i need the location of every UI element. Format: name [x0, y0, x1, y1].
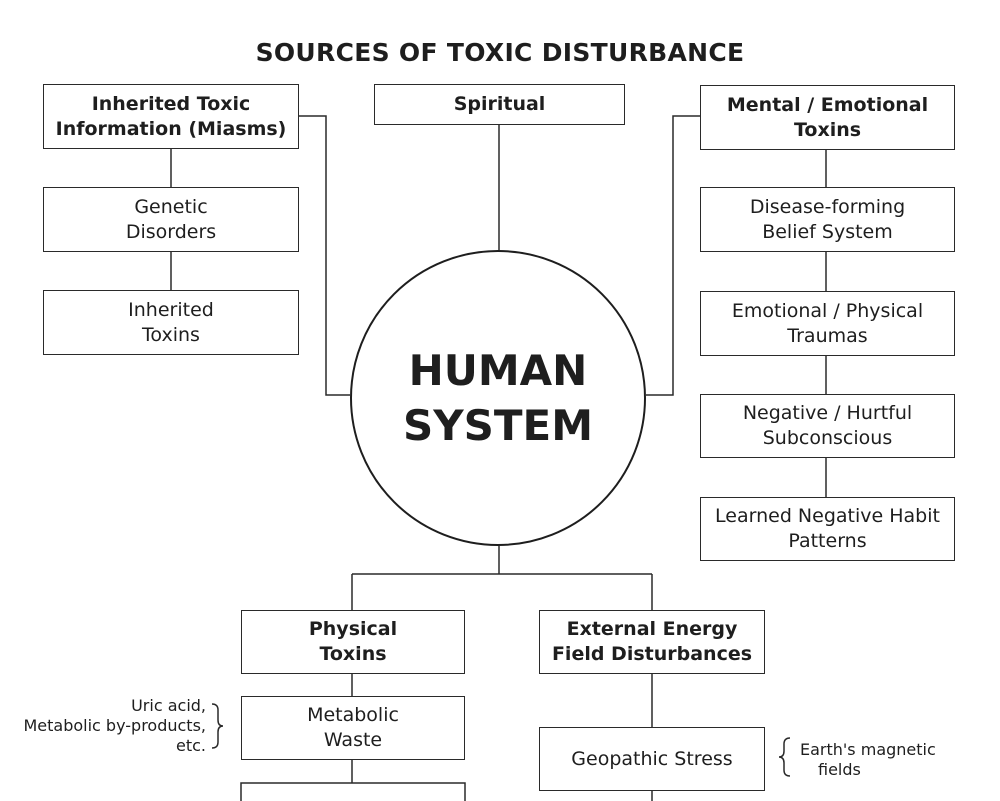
brace-right — [778, 737, 791, 777]
subconscious-line2: Subconscious — [762, 427, 893, 449]
traumas-box: Emotional / Physical Traumas — [700, 291, 955, 356]
metabolic-waste-note-line1: Uric acid, — [131, 696, 206, 715]
metabolic-waste-line2: Waste — [323, 729, 383, 751]
metabolic-waste-note: Uric acid, Metabolic by-products, etc. — [10, 696, 206, 756]
mental-emotional-toxins-line2: Toxins — [793, 118, 862, 141]
genetic-disorders-line1: Genetic — [134, 195, 208, 218]
physical-toxins-line2: Toxins — [319, 643, 387, 665]
inherited-toxins-box: Inherited Toxins — [43, 290, 299, 355]
inherited-toxic-information-line2: Information (Miasms) — [55, 117, 287, 140]
inherited-toxins-line1: Inherited — [128, 298, 214, 321]
geopathic-stress-box: Geopathic Stress — [539, 727, 765, 791]
habit-patterns-line2: Patterns — [788, 530, 867, 552]
metabolic-waste-note-line3: etc. — [176, 736, 206, 755]
spiritual-box: Spiritual — [374, 84, 625, 125]
genetic-disorders-box: Genetic Disorders — [43, 187, 299, 252]
metabolic-waste-box: Metabolic Waste — [241, 696, 465, 760]
genetic-disorders-line2: Disorders — [125, 220, 217, 243]
human-system-circle: HUMAN SYSTEM — [350, 250, 646, 546]
mental-emotional-toxins-line1: Mental / Emotional — [726, 93, 929, 116]
belief-system-box: Disease-forming Belief System — [700, 187, 955, 252]
spiritual-label: Spiritual — [453, 93, 546, 115]
physical-toxins-box: Physical Toxins — [241, 610, 465, 674]
connector-left-header-to-circle — [299, 115, 350, 396]
geopathic-stress-note-line1: Earth's magnetic — [800, 740, 936, 759]
inherited-toxic-information-line1: Inherited Toxic — [91, 92, 251, 115]
partial-box-bottom — [240, 782, 466, 801]
page-title: SOURCES OF TOXIC DISTURBANCE — [255, 38, 745, 67]
connector-right-header-to-circle — [646, 115, 700, 396]
physical-toxins-line1: Physical — [308, 618, 398, 640]
external-energy-box: External Energy Field Disturbances — [539, 610, 765, 674]
inherited-toxic-information-box: Inherited Toxic Information (Miasms) — [43, 84, 299, 149]
inherited-toxins-line2: Toxins — [142, 323, 200, 346]
habit-patterns-box: Learned Negative Habit Patterns — [700, 497, 955, 561]
external-energy-line1: External Energy — [566, 618, 738, 640]
subconscious-box: Negative / Hurtful Subconscious — [700, 394, 955, 458]
mental-emotional-toxins-box: Mental / Emotional Toxins — [700, 85, 955, 150]
geopathic-stress-note: Earth's magnetic fields — [800, 740, 990, 780]
metabolic-waste-note-line2: Metabolic by-products, — [23, 716, 206, 735]
geopathic-stress-note-line2: fields — [818, 760, 861, 779]
traumas-line2: Traumas — [787, 324, 868, 347]
metabolic-waste-line1: Metabolic — [307, 704, 399, 726]
belief-system-line2: Belief System — [762, 220, 893, 243]
human-system-line2: SYSTEM — [402, 401, 594, 450]
external-energy-line2: Field Disturbances — [551, 643, 753, 665]
subconscious-line1: Negative / Hurtful — [742, 402, 913, 424]
traumas-line1: Emotional / Physical — [731, 299, 924, 322]
brace-left — [211, 703, 224, 749]
human-system-line1: HUMAN — [408, 346, 588, 395]
habit-patterns-line1: Learned Negative Habit — [715, 505, 940, 527]
belief-system-line1: Disease-forming — [749, 195, 906, 218]
geopathic-stress-label: Geopathic Stress — [571, 747, 733, 770]
